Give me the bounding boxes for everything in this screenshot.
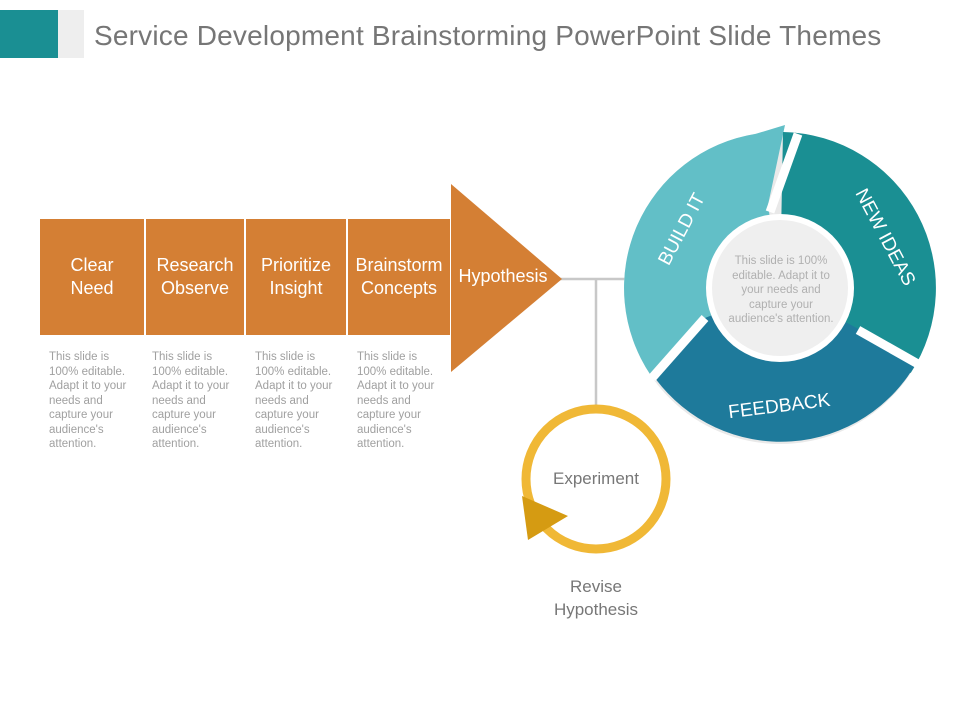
cycle-gap-1 <box>765 132 803 214</box>
cycle-segment-new-ideas <box>780 132 936 373</box>
title-accent-gray <box>58 10 84 58</box>
hypothesis-label: Hypothesis <box>458 266 548 286</box>
step-4-line1: Brainstorm <box>355 255 443 275</box>
experiment-ring <box>521 404 671 554</box>
revise-line1: Revise <box>570 577 622 596</box>
title-accent-teal <box>0 10 58 58</box>
step-3-description: This slide is 100% editable. Adapt it to… <box>255 351 333 450</box>
step-1-line2: Need <box>70 278 114 298</box>
experiment-label: Experiment <box>553 469 639 488</box>
revise-line2: Hypothesis <box>553 600 639 619</box>
experiment-arrow-head <box>522 496 568 540</box>
cycle-gap-2 <box>855 326 921 368</box>
step-1-line1: Clear <box>70 255 114 275</box>
step-2-description: This slide is 100% editable. Adapt it to… <box>152 351 230 450</box>
step-1-description: This slide is 100% editable. Adapt it to… <box>49 351 127 450</box>
slide-title: Service Development Brainstorming PowerP… <box>94 20 882 51</box>
step-4-description: This slide is 100% editable. Adapt it to… <box>357 351 435 450</box>
cycle-center-text: This slide is 100% editable. Adapt it to… <box>728 255 834 325</box>
step-3-line1: Prioritize <box>260 255 331 275</box>
step-3-line2: Insight <box>269 278 323 298</box>
revise-hypothesis-label: Revise Hypothesis <box>530 575 662 621</box>
step-4-line2: Concepts <box>360 278 438 298</box>
cycle-gap-3 <box>648 315 709 381</box>
hypothesis-arrow-head <box>451 184 562 372</box>
cycle-segment-build-it <box>624 125 785 376</box>
step-2-line1: Research <box>156 255 234 275</box>
step-2-line2: Observe <box>160 278 229 298</box>
cycle-center <box>712 220 848 356</box>
